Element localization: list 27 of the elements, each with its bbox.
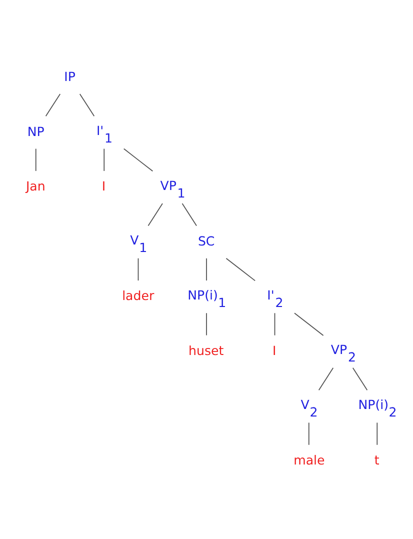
- node-text: IP: [64, 69, 76, 84]
- connector: [352, 367, 368, 391]
- connector: [45, 94, 61, 117]
- node-text: SC: [198, 233, 215, 248]
- node-text: NP: [27, 124, 44, 139]
- connector: [104, 148, 105, 172]
- connector: [138, 258, 139, 281]
- node-text: lader: [122, 288, 154, 304]
- node-text: huset: [188, 343, 224, 358]
- connector: [318, 367, 334, 391]
- connector: [294, 312, 324, 336]
- connector: [79, 94, 95, 117]
- connector: [182, 203, 197, 226]
- node-text: t: [374, 452, 380, 468]
- connector: [226, 258, 256, 282]
- connector: [274, 312, 276, 336]
- connector: [308, 422, 310, 446]
- connector: [376, 422, 378, 446]
- connector: [148, 203, 163, 226]
- node-text: I: [102, 178, 106, 194]
- node-text: I: [272, 343, 276, 358]
- connector: [123, 148, 154, 172]
- connector: [35, 148, 36, 172]
- node-text: Jan: [26, 178, 46, 194]
- connector: [206, 312, 207, 336]
- node-text: male: [294, 452, 325, 468]
- connector: [206, 258, 207, 281]
